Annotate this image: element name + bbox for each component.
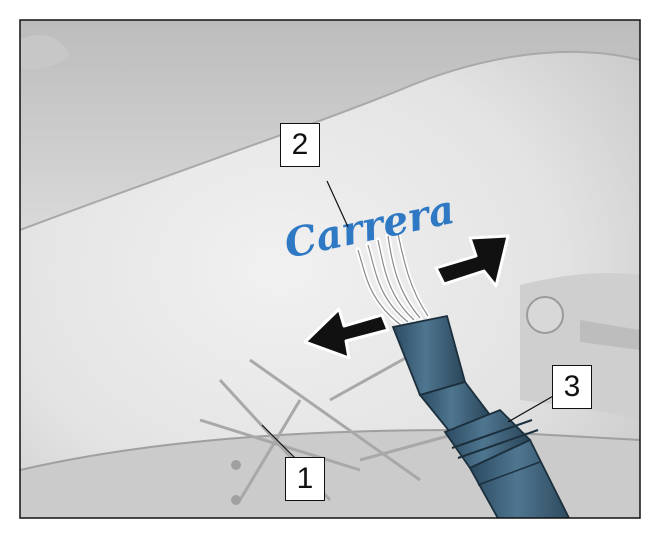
trunk-lid bbox=[20, 20, 640, 230]
callout-label: 2 bbox=[291, 128, 309, 161]
cable-connector bbox=[391, 314, 571, 518]
callout-label: 1 bbox=[296, 462, 314, 495]
callout-2: 2 bbox=[280, 123, 320, 167]
callout-3: 3 bbox=[552, 365, 592, 409]
leader-line-1 bbox=[261, 424, 296, 459]
image-frame bbox=[19, 19, 641, 519]
sensor-hole bbox=[526, 296, 564, 334]
pull-arrow-left bbox=[303, 307, 390, 360]
leader-line-3 bbox=[507, 394, 556, 423]
corner-detail bbox=[20, 35, 70, 70]
callout-label: 3 bbox=[563, 370, 581, 403]
callout-1: 1 bbox=[285, 457, 325, 501]
leader-line-2 bbox=[326, 180, 349, 228]
push-arrow-right bbox=[434, 234, 510, 288]
lid-edge-line bbox=[20, 51, 640, 231]
